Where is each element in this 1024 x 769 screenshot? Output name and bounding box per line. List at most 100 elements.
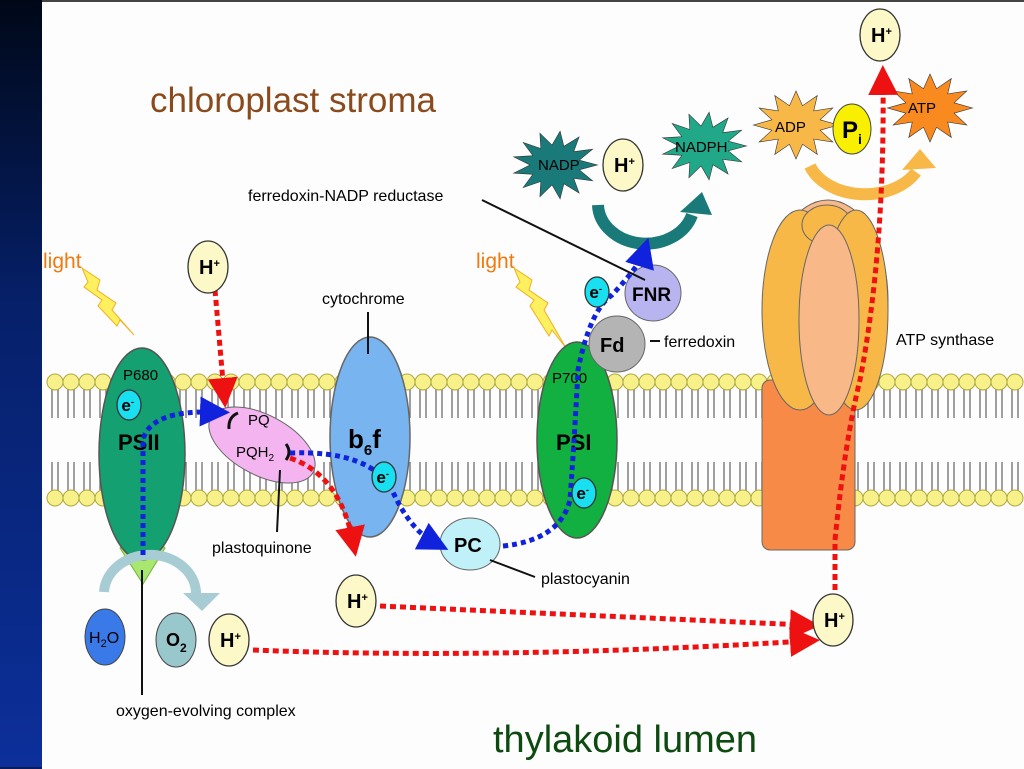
proton-flow-path: [289, 455, 365, 557]
electron-flow-path: [289, 450, 449, 550]
lipid-head: [46, 489, 64, 507]
lipid-head: [238, 489, 256, 507]
lipid-head: [238, 373, 256, 391]
lipid-head: [302, 373, 320, 391]
lipid-head: [718, 373, 736, 391]
lipid-head: [318, 489, 336, 507]
lipid-head: [622, 373, 640, 391]
lipid-head: [206, 489, 224, 507]
pqh2-label: PQH2: [236, 444, 275, 464]
lipid-head: [670, 373, 688, 391]
p700-label: P700: [552, 370, 587, 387]
proton-label: H+: [871, 25, 892, 47]
lipid-head: [62, 373, 80, 391]
oxygen-molecule: [155, 612, 197, 668]
electron: [371, 461, 397, 493]
h2o-label: H2O: [89, 630, 119, 650]
starburst-shape: [886, 73, 974, 143]
electron-flow-path: [140, 396, 230, 555]
lipid-head: [942, 373, 960, 391]
leader-line: [276, 469, 281, 533]
leader-line: [481, 199, 646, 281]
water-molecule: [84, 608, 126, 666]
b6f-label: b6f: [348, 424, 381, 459]
proton-label: H+: [824, 610, 845, 632]
lipid-head: [414, 373, 432, 391]
lipid-head: [686, 373, 704, 391]
lumen-title: thylakoid lumen: [493, 719, 757, 761]
cytochrome-label: cytochrome: [322, 291, 405, 308]
nadph-label: NADPH: [675, 139, 728, 156]
proton-flow-path: [252, 626, 820, 657]
nadp-reaction-arrow: [592, 204, 698, 250]
lipid-head: [46, 373, 64, 391]
cycle-arrow-icon: [284, 443, 291, 461]
lipid-head: [638, 489, 656, 507]
lipid-head: [510, 489, 528, 507]
lipid-head: [734, 489, 752, 507]
lipid-head: [78, 373, 96, 391]
plastoquinone-label: plastoquinone: [212, 540, 312, 557]
light-label-psi: light: [476, 250, 515, 273]
proton-label: H+: [199, 257, 220, 279]
lipid-head: [510, 373, 528, 391]
lipid-head: [254, 373, 272, 391]
lipid-head: [926, 373, 944, 391]
lipid-head: [734, 373, 752, 391]
lightning-icon: [512, 266, 567, 349]
lightning-icon: [80, 266, 135, 336]
arrowhead-icon: [183, 593, 220, 611]
electron: [584, 276, 610, 308]
atp-synthase-head-front: [798, 224, 860, 416]
leader-line: [489, 559, 536, 578]
lipid-head: [446, 373, 464, 391]
lipid-head: [414, 489, 432, 507]
lipid-head: [494, 489, 512, 507]
atp-reaction-arrow: [804, 163, 921, 201]
lipid-head: [62, 489, 80, 507]
starburst-shape: [752, 90, 840, 160]
lipid-head: [462, 489, 480, 507]
lipid-head: [270, 373, 288, 391]
lipid-head: [430, 373, 448, 391]
starburst-shape: [661, 111, 748, 181]
lipid-head: [926, 489, 944, 507]
cycle-arrow-icon: [227, 411, 239, 430]
electron-label: e-: [589, 283, 602, 302]
fd-label: Fd: [600, 335, 624, 357]
lipid-head: [526, 489, 544, 507]
lipid-head: [254, 489, 272, 507]
lipid-head: [286, 373, 304, 391]
slide-side-bar: [0, 0, 42, 767]
arrowhead-icon: [680, 192, 712, 215]
pc-label: PC: [454, 535, 482, 557]
lipid-head: [494, 373, 512, 391]
lipid-head: [974, 373, 992, 391]
phosphate: [832, 103, 872, 155]
o2-label: O2: [166, 630, 187, 655]
electron-flow-path: [502, 237, 654, 549]
proton-label: H+: [220, 630, 241, 652]
lipid-head: [302, 489, 320, 507]
nadp-label: NADP: [538, 157, 580, 174]
electron: [571, 477, 597, 509]
lipid-head: [526, 373, 544, 391]
lipid-head: [702, 373, 720, 391]
lipid-head: [910, 489, 928, 507]
fnr-full-label: ferredoxin-NADP reductase: [248, 188, 443, 205]
ferredoxin-protein: [588, 315, 646, 373]
proton: [187, 240, 229, 294]
lipid-head: [638, 373, 656, 391]
lipid-head: [654, 373, 672, 391]
lipid-head: [286, 489, 304, 507]
lipid-head: [878, 489, 896, 507]
oec-label: oxygen-evolving complex: [116, 703, 296, 720]
ferredoxin-label: ferredoxin: [664, 334, 735, 351]
pq-label: PQ: [248, 412, 270, 429]
electron: [116, 389, 142, 421]
lipid-head: [670, 489, 688, 507]
atp-label: ATP: [908, 100, 936, 117]
lipid-head: [894, 373, 912, 391]
lipid-head: [910, 373, 928, 391]
